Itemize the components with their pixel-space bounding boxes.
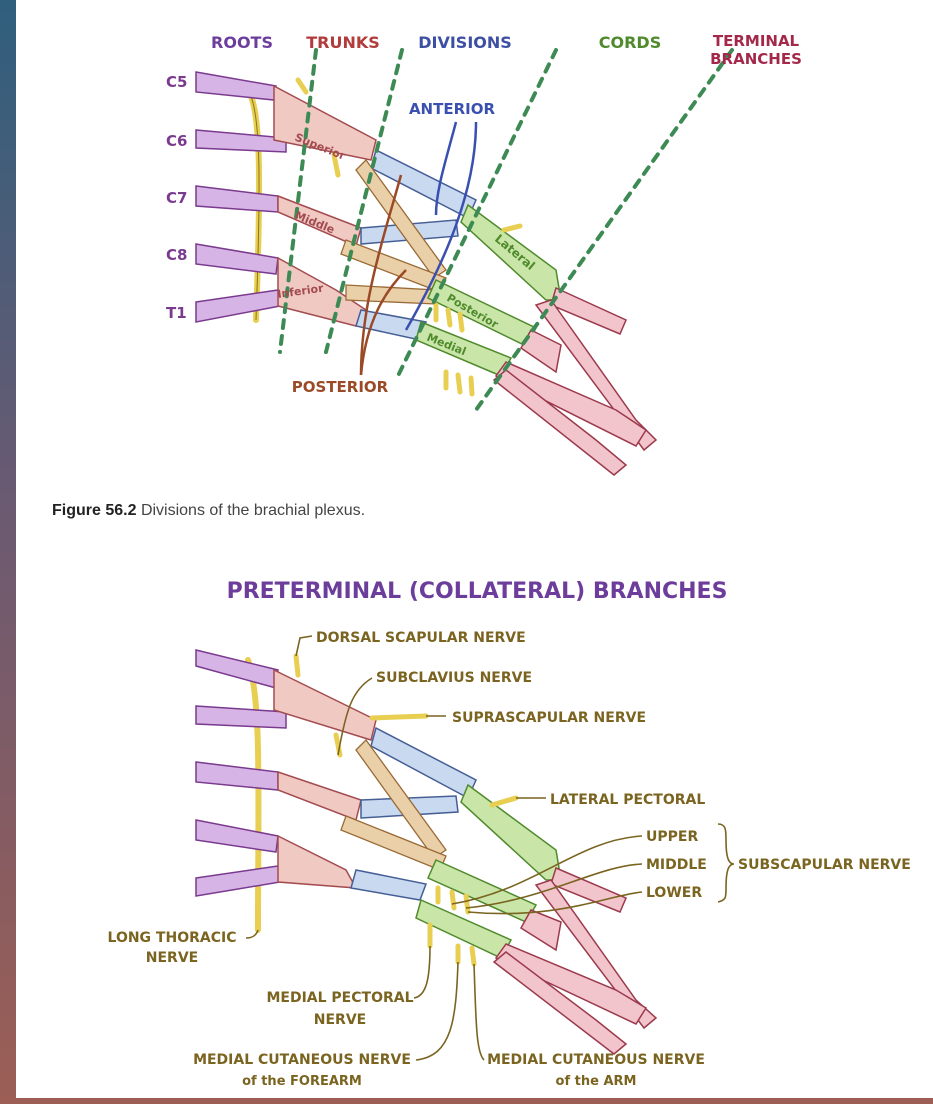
label-subscapular: SUBSCAPULAR NERVE bbox=[738, 857, 911, 873]
roots-group bbox=[195, 71, 287, 323]
trunks-group bbox=[273, 84, 377, 327]
posterior-pointer-2 bbox=[359, 269, 407, 376]
header-terminal-1: TERMINAL bbox=[713, 32, 800, 50]
anterior-pointer-2 bbox=[404, 121, 478, 331]
section-guides bbox=[278, 48, 734, 412]
label-dorsal-scapular: DORSAL SCAPULAR NERVE bbox=[316, 630, 526, 646]
figure-caption: Figure 56.2 Divisions of the brachial pl… bbox=[52, 502, 365, 520]
root-t1 bbox=[195, 289, 281, 323]
label-posterior: POSTERIOR bbox=[292, 378, 389, 396]
header-cords: CORDS bbox=[599, 33, 661, 52]
terminal-lateral-2 bbox=[534, 299, 658, 452]
label-upper: UPPER bbox=[646, 829, 698, 845]
trunk-label-inferior: Inferior bbox=[277, 282, 325, 301]
label-medial-pectoral-1: MEDIAL PECTORAL bbox=[266, 990, 413, 1006]
root-c7 bbox=[195, 185, 279, 213]
caption-text: Divisions of the brachial plexus. bbox=[140, 502, 366, 519]
terminal-medial-2 bbox=[492, 369, 628, 476]
root-c6 bbox=[195, 129, 287, 153]
terminal-branches-group bbox=[492, 286, 658, 476]
label-subclavius: SUBCLAVIUS NERVE bbox=[376, 670, 532, 686]
header-divisions: DIVISIONS bbox=[418, 33, 512, 52]
root-label-c6: C6 bbox=[166, 132, 187, 150]
header-trunks: TRUNKS bbox=[306, 33, 380, 52]
label-anterior: ANTERIOR bbox=[409, 100, 496, 118]
header-roots: ROOTS bbox=[211, 33, 273, 52]
caption-label: Figure 56.2 bbox=[52, 502, 137, 519]
label-suprascapular: SUPRASCAPULAR NERVE bbox=[452, 710, 646, 726]
label-lower: LOWER bbox=[646, 885, 702, 901]
branch-stubs bbox=[295, 77, 523, 397]
root-label-t1: T1 bbox=[166, 304, 187, 322]
terminal-medial-1 bbox=[494, 361, 648, 447]
header-terminal-2: BRANCHES bbox=[710, 50, 802, 68]
label-long-thoracic-1: LONG THORACIC bbox=[108, 930, 237, 946]
label-mc-arm-1: MEDIAL CUTANEOUS NERVE bbox=[487, 1052, 705, 1068]
anterior-pointer-1 bbox=[434, 121, 458, 216]
root-label-c5: C5 bbox=[166, 73, 187, 91]
root-c5 bbox=[195, 71, 277, 101]
root-c8 bbox=[195, 243, 279, 275]
label-mc-forearm-2: of the FOREARM bbox=[242, 1074, 362, 1089]
label-lateral-pectoral: LATERAL PECTORAL bbox=[550, 792, 705, 808]
label-mc-forearm-1: MEDIAL CUTANEOUS NERVE bbox=[193, 1052, 411, 1068]
trunk-superior bbox=[273, 84, 377, 161]
label-mc-arm-2: of the ARM bbox=[556, 1074, 637, 1089]
fig2-title: PRETERMINAL (COLLATERAL) BRANCHES bbox=[227, 579, 728, 604]
figure-page: ROOTS TRUNKS DIVISIONS CORDS TERMINAL BR… bbox=[16, 0, 933, 1098]
root-label-c8: C8 bbox=[166, 246, 187, 264]
root-label-c7: C7 bbox=[166, 189, 187, 207]
brachial-plexus-divisions-diagram: ROOTS TRUNKS DIVISIONS CORDS TERMINAL BR… bbox=[166, 32, 802, 476]
posterior-pointer-1 bbox=[359, 174, 403, 376]
label-middle: MIDDLE bbox=[646, 857, 707, 873]
label-long-thoracic-2: NERVE bbox=[146, 950, 198, 966]
label-medial-pectoral-2: NERVE bbox=[314, 1012, 366, 1028]
